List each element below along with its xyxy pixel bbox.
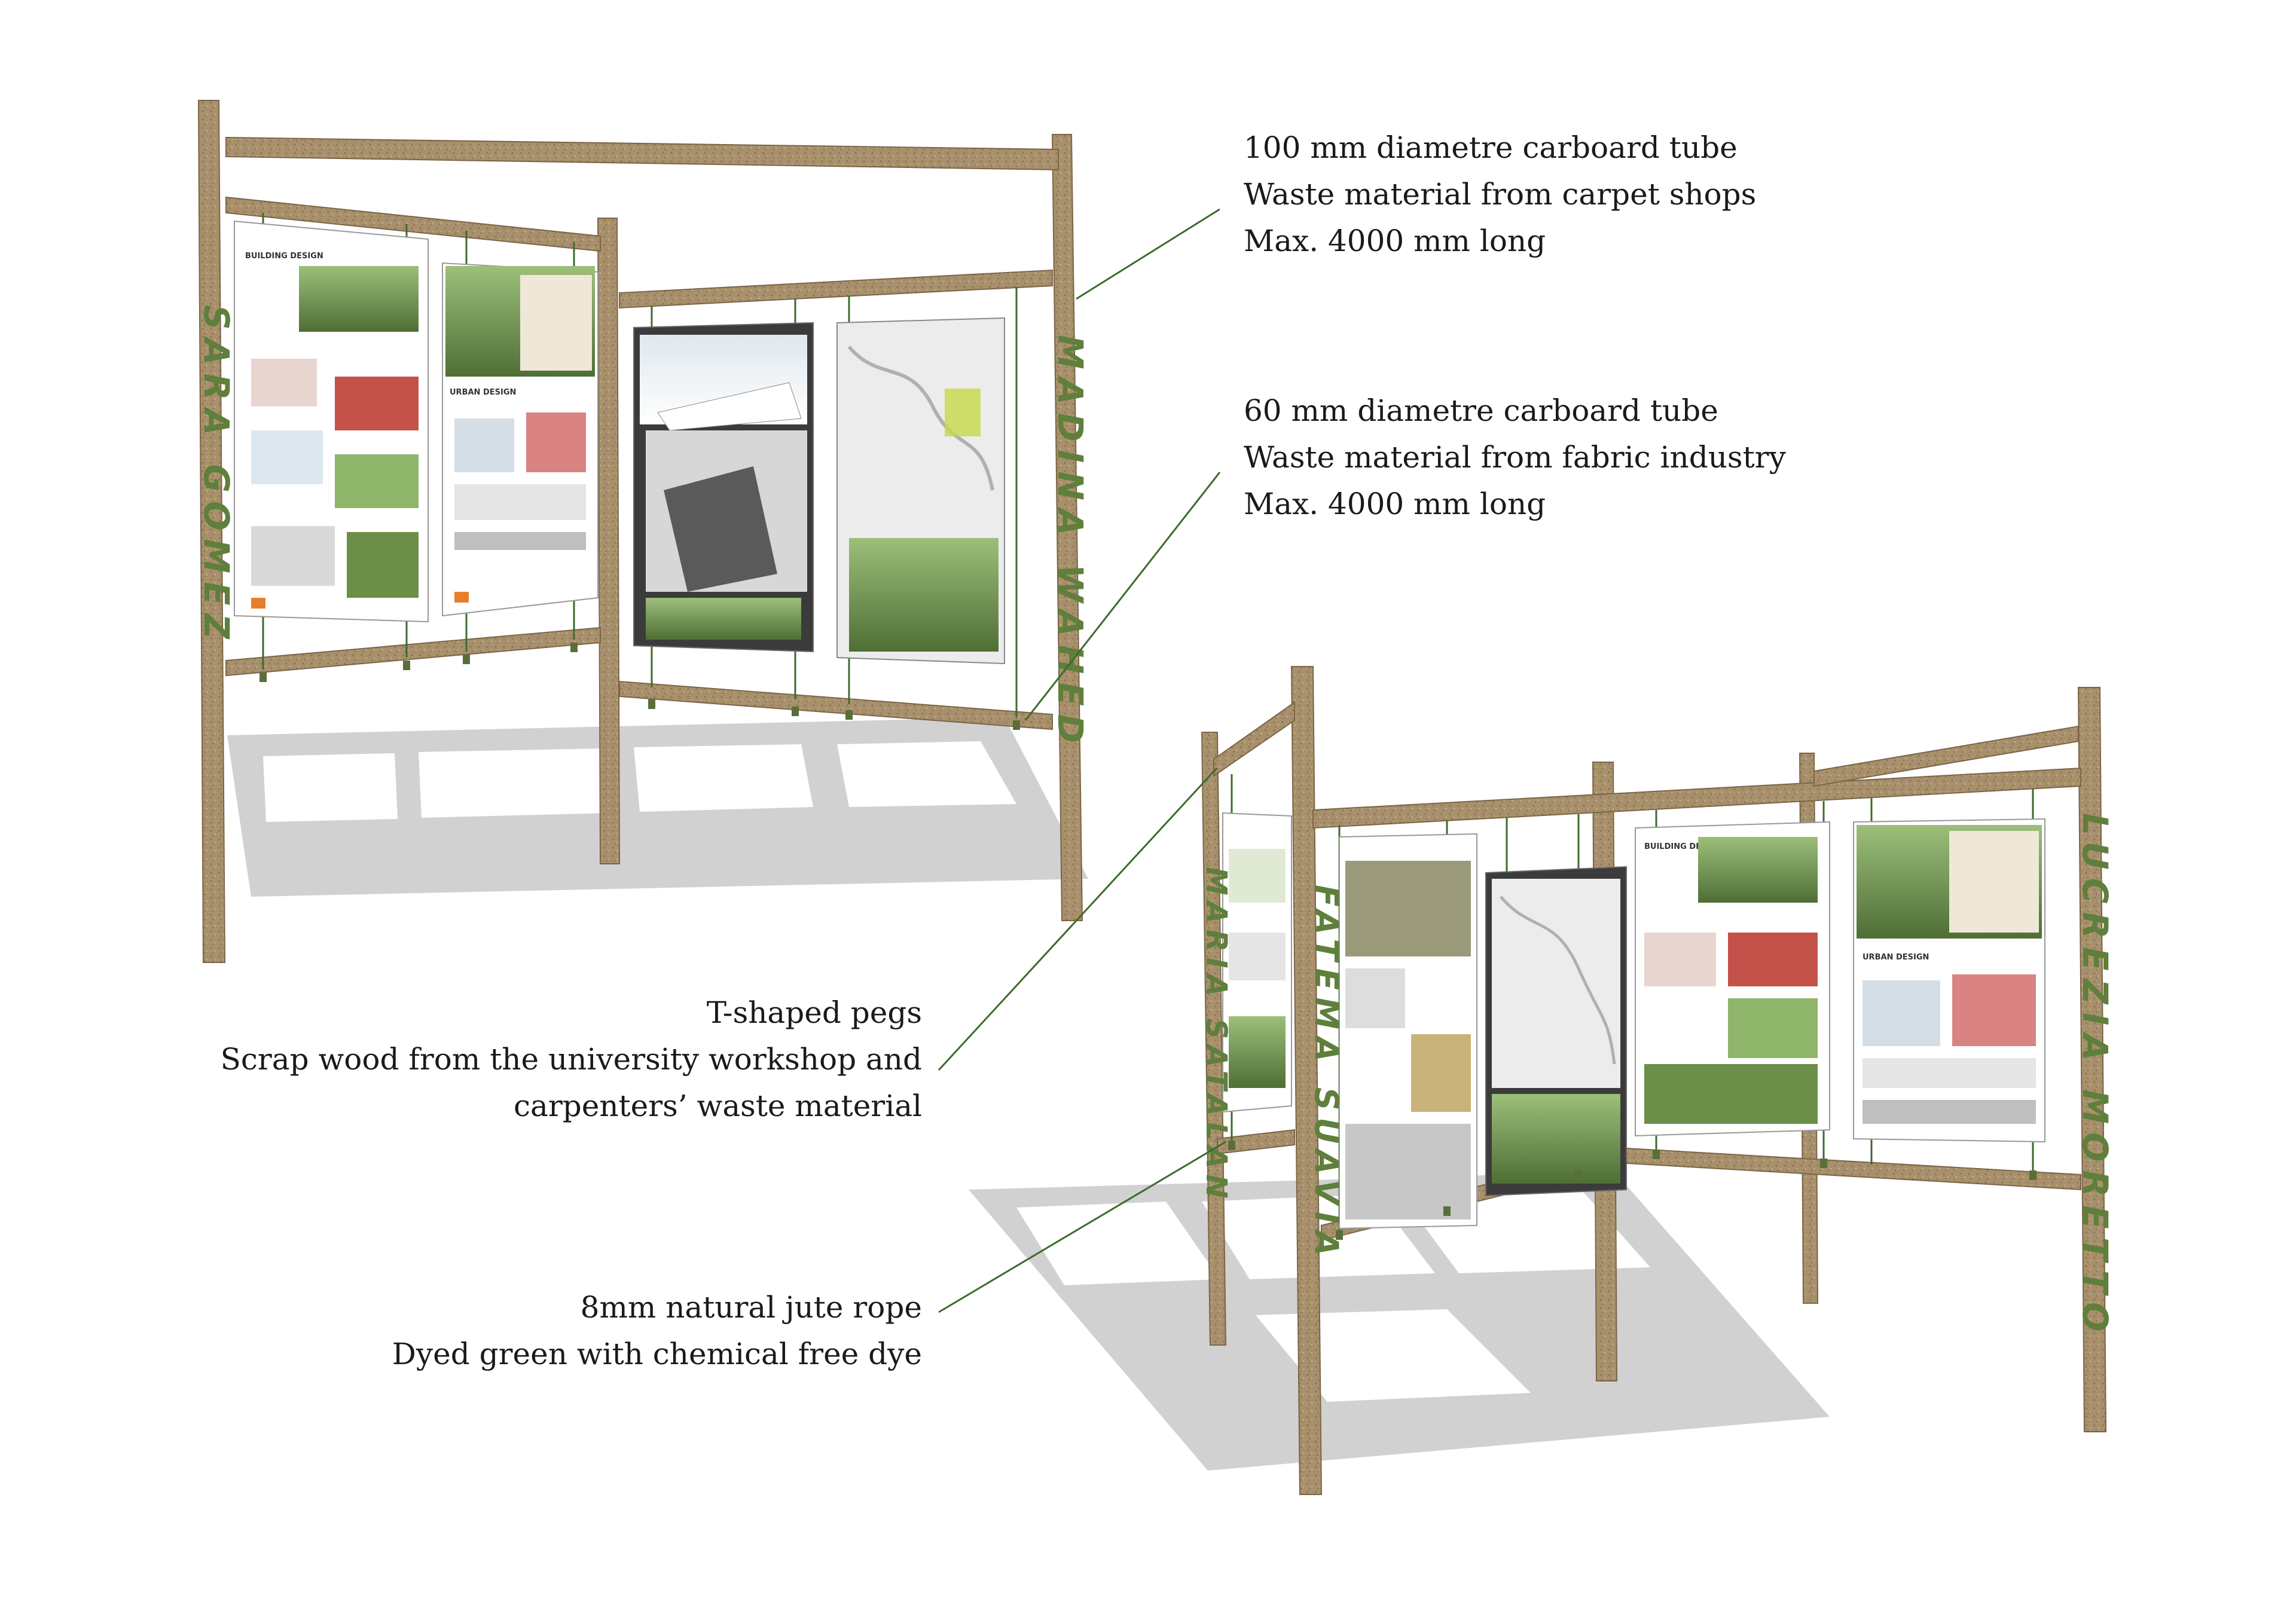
annotation-tube-100: 100 mm diametre carboard tube Waste mate…: [1244, 124, 1756, 264]
tube-post: [1290, 666, 1323, 1495]
tube-post: [597, 218, 621, 864]
annotation-line: Max. 4000 mm long: [1244, 487, 1546, 521]
annotation-line: carpenters’ waste material: [514, 1089, 922, 1123]
tube-post: [197, 100, 226, 963]
annotation-line: Waste material from carpet shops: [1244, 177, 1757, 212]
t-shaped-pegs: [1228, 1141, 2037, 1240]
tube-beam-top: [1312, 767, 2081, 829]
annotation-tube-60: 60 mm diametre carboard tube Waste mater…: [1244, 387, 1786, 527]
tube-post: [1201, 732, 1227, 1346]
poster-fatema-2: [1485, 866, 1627, 1197]
leader-rope: [938, 1141, 1226, 1313]
leader-lines: [938, 208, 1226, 1313]
svg-text:BUILDING DESIGN: BUILDING DESIGN: [245, 252, 323, 261]
tube-post: [2077, 687, 2107, 1432]
left-structure: BUILDING DESIGN URBAN DESIGN: [196, 100, 1091, 963]
student-name-lucrezia: LUCREZIA MORETTO: [2075, 813, 2115, 1340]
tube-rail: [1616, 1147, 2081, 1191]
leader-tube-100: [1076, 208, 1220, 300]
poster-map-left: [836, 317, 1005, 665]
annotation-line: Dyed green with chemical free dye: [392, 1337, 922, 1371]
annotation-line: Waste material from fabric industry: [1244, 440, 1786, 475]
t-shaped-pegs: [259, 643, 1020, 730]
svg-text:URBAN DESIGN: URBAN DESIGN: [1863, 953, 1929, 962]
poster-urban-design-left: URBAN DESIGN: [442, 262, 599, 617]
student-name-madina: MADINA WAHED: [1050, 335, 1091, 751]
annotation-line: T-shaped pegs: [706, 995, 922, 1030]
poster-urban-design-right: URBAN DESIGN: [1853, 818, 2045, 1143]
annotation-rope: 8mm natural jute rope Dyed green with ch…: [392, 1284, 922, 1377]
poster-dark-left: [633, 322, 814, 653]
tube-rail: [1217, 1129, 1295, 1155]
tube-rail: [619, 680, 1053, 730]
tube-rail: [225, 196, 601, 252]
tube-post: [1051, 134, 1083, 921]
poster-building-design-right: BUILDING DESIGN: [1635, 821, 1830, 1137]
poster-building-design-left: BUILDING DESIGN: [234, 220, 429, 623]
annotation-pegs: T-shaped pegs Scrap wood from the univer…: [221, 989, 922, 1129]
leader-tube-60: [1024, 472, 1221, 721]
student-name-fatema: FATEMA SUAVIA: [1308, 885, 1345, 1263]
annotation-line: 8mm natural jute rope: [580, 1290, 922, 1325]
svg-text:URBAN DESIGN: URBAN DESIGN: [450, 388, 516, 397]
poster-side-right: [1222, 812, 1292, 1113]
shadow-left-holes: [263, 741, 1016, 822]
right-structure: BUILDING DESIGN URBAN DESIGN: [1199, 666, 2115, 1495]
tube-beam-top: [225, 136, 1059, 171]
tube-rail: [225, 626, 601, 677]
poster-fatema-1: [1339, 833, 1477, 1230]
tube-rail: [619, 269, 1053, 309]
leader-pegs: [938, 767, 1218, 1071]
annotation-line: 60 mm diametre carboard tube: [1244, 393, 1718, 428]
tube-beam-top: [1813, 725, 2079, 787]
annotation-line: Scrap wood from the university workshop …: [220, 1042, 922, 1077]
student-name-sara: SARA GOMEZ: [196, 305, 237, 647]
tube-beam-top: [1213, 701, 1295, 777]
annotation-line: Max. 4000 mm long: [1244, 224, 1546, 258]
annotation-line: 100 mm diametre carboard tube: [1244, 130, 1738, 165]
